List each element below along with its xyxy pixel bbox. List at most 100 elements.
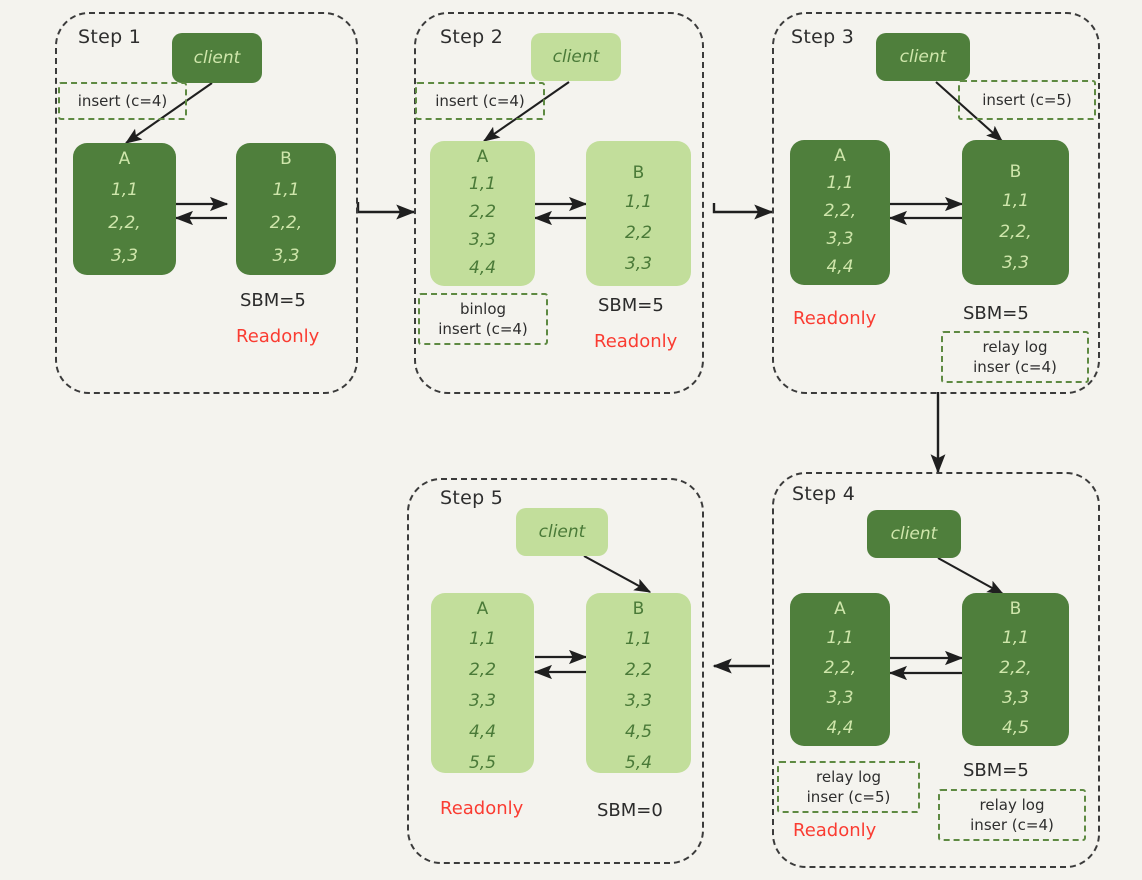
node-b-step3[interactable]: B 1,1 2,2, 3,3 xyxy=(962,140,1069,285)
node-row: 1,1 xyxy=(1001,191,1030,211)
step-title-step3: Step 3 xyxy=(791,26,855,48)
node-row: B xyxy=(632,163,645,183)
node-row: B xyxy=(280,149,292,169)
note-line: inser (c=5) xyxy=(806,788,891,806)
readonly-label-step2: Readonly xyxy=(594,331,678,352)
note-relay-log-note-step3: relay log inser (c=4) xyxy=(941,331,1089,383)
node-row: 5,5 xyxy=(468,753,497,773)
sbm-label-step5: SBM=0 xyxy=(597,800,663,821)
node-row: 3,3 xyxy=(468,230,497,250)
sbm-label-step4: SBM=5 xyxy=(963,760,1029,781)
node-row: 1,1 xyxy=(1001,628,1030,648)
node-row: 2,2, xyxy=(823,201,857,221)
node-row: 4,5 xyxy=(624,722,653,742)
node-row: 2,2, xyxy=(108,213,141,233)
node-row: 1,1 xyxy=(468,174,497,194)
note-line: relay log xyxy=(982,337,1048,356)
node-row: 1,1 xyxy=(272,180,300,200)
node-row: 4,4 xyxy=(826,718,854,738)
node-row: 2,2 xyxy=(468,202,497,222)
note-line: insert (c=4) xyxy=(435,91,525,110)
note-line: relay log xyxy=(816,767,881,786)
client-box-step1[interactable]: client xyxy=(172,33,262,83)
node-a-step5[interactable]: A 1,1 2,2 3,3 4,4 5,5 xyxy=(431,593,534,773)
node-row: 2,2, xyxy=(999,222,1032,242)
step-panel-step1 xyxy=(55,12,358,394)
node-row: 3,3 xyxy=(272,246,300,266)
readonly-label-step3: Readonly xyxy=(793,308,877,329)
step-panel-step5 xyxy=(407,478,704,864)
note-line: inser (c=4) xyxy=(973,358,1057,376)
node-row: 2,2, xyxy=(999,658,1032,678)
node-row: B xyxy=(1009,162,1022,182)
node-a-step2[interactable]: A 1,1 2,2 3,3 4,4 xyxy=(430,141,535,286)
node-b-step5[interactable]: B 1,1 2,2 3,3 4,5 5,4 xyxy=(586,593,691,773)
node-row: A xyxy=(476,147,489,167)
note-line: inser (c=4) xyxy=(970,816,1054,834)
step-title-step2: Step 2 xyxy=(440,26,504,48)
node-row: 2,2, xyxy=(269,213,303,233)
client-box-step3[interactable]: client xyxy=(876,33,970,81)
node-a-step4[interactable]: A 1,1 2,2, 3,3 4,4 xyxy=(790,593,890,746)
node-row: 2,2 xyxy=(624,660,653,680)
node-row: 1,1 xyxy=(826,173,854,193)
readonly-label-step5: Readonly xyxy=(440,798,524,819)
node-row: 2,2 xyxy=(624,223,653,243)
step-panel-step4 xyxy=(772,472,1100,868)
node-b-step2[interactable]: B 1,1 2,2 3,3 xyxy=(586,141,691,286)
client-box-step2[interactable]: client xyxy=(531,33,621,81)
sbm-label-step3: SBM=5 xyxy=(963,303,1029,324)
note-line: insert (c=5) xyxy=(982,90,1072,109)
node-row: 2,2, xyxy=(823,658,857,678)
step-title-step4: Step 4 xyxy=(792,483,856,505)
node-row: A xyxy=(118,149,131,169)
sbm-label-step2: SBM=5 xyxy=(598,295,664,316)
node-row: 1,1 xyxy=(110,180,139,200)
node-b-step1[interactable]: B 1,1 2,2, 3,3 xyxy=(236,143,336,275)
step-panel-step2 xyxy=(414,12,704,394)
node-row: 3,3 xyxy=(826,229,854,249)
node-row: A xyxy=(834,599,846,619)
node-row: B xyxy=(1009,599,1022,619)
note-line: binlog xyxy=(459,299,507,318)
node-row: 3,3 xyxy=(624,254,653,274)
node-a-step3[interactable]: A 1,1 2,2, 3,3 4,4 xyxy=(790,140,890,285)
node-row: A xyxy=(476,599,489,619)
node-row: 3,3 xyxy=(468,691,497,711)
node-row: 4,4 xyxy=(468,722,497,742)
node-row: 1,1 xyxy=(826,628,854,648)
node-row: 1,1 xyxy=(468,629,497,649)
client-box-step4[interactable]: client xyxy=(867,510,961,558)
note-insert-note-step2: insert (c=4) xyxy=(415,82,545,120)
node-row: 4,5 xyxy=(1001,718,1030,738)
readonly-label-step4: Readonly xyxy=(793,820,877,841)
note-line: insert (c=4) xyxy=(438,320,528,338)
node-row: 4,4 xyxy=(468,258,497,278)
note-insert-note-step1: insert (c=4) xyxy=(58,82,187,120)
node-row: B xyxy=(632,599,645,619)
node-row: 2,2 xyxy=(468,660,497,680)
note-relay-log-note-b-step4: relay log inser (c=4) xyxy=(938,789,1086,841)
node-row: 3,3 xyxy=(110,246,139,266)
connector-step1-to-step2 xyxy=(356,202,416,220)
node-row: 3,3 xyxy=(826,688,854,708)
readonly-label-step1: Readonly xyxy=(236,326,320,347)
step-title-step5: Step 5 xyxy=(440,487,504,509)
node-a-step1[interactable]: A 1,1 2,2, 3,3 xyxy=(73,143,176,275)
client-box-step5[interactable]: client xyxy=(516,508,608,556)
connector-step2-to-step3 xyxy=(712,203,774,220)
note-insert-note-step3: insert (c=5) xyxy=(958,80,1096,120)
node-row: 1,1 xyxy=(624,192,653,212)
node-row: 3,3 xyxy=(1001,253,1030,273)
node-row: 1,1 xyxy=(624,629,653,649)
note-line: relay log xyxy=(979,795,1045,814)
node-row: A xyxy=(834,146,846,166)
note-relay-log-note-a-step4: relay log inser (c=5) xyxy=(777,761,920,813)
node-row: 4,4 xyxy=(826,257,854,277)
node-row: 3,3 xyxy=(624,691,653,711)
step-panel-step3 xyxy=(772,12,1100,394)
note-line: insert (c=4) xyxy=(77,91,168,110)
node-b-step4[interactable]: B 1,1 2,2, 3,3 4,5 xyxy=(962,593,1069,746)
node-row: 5,4 xyxy=(624,753,653,773)
